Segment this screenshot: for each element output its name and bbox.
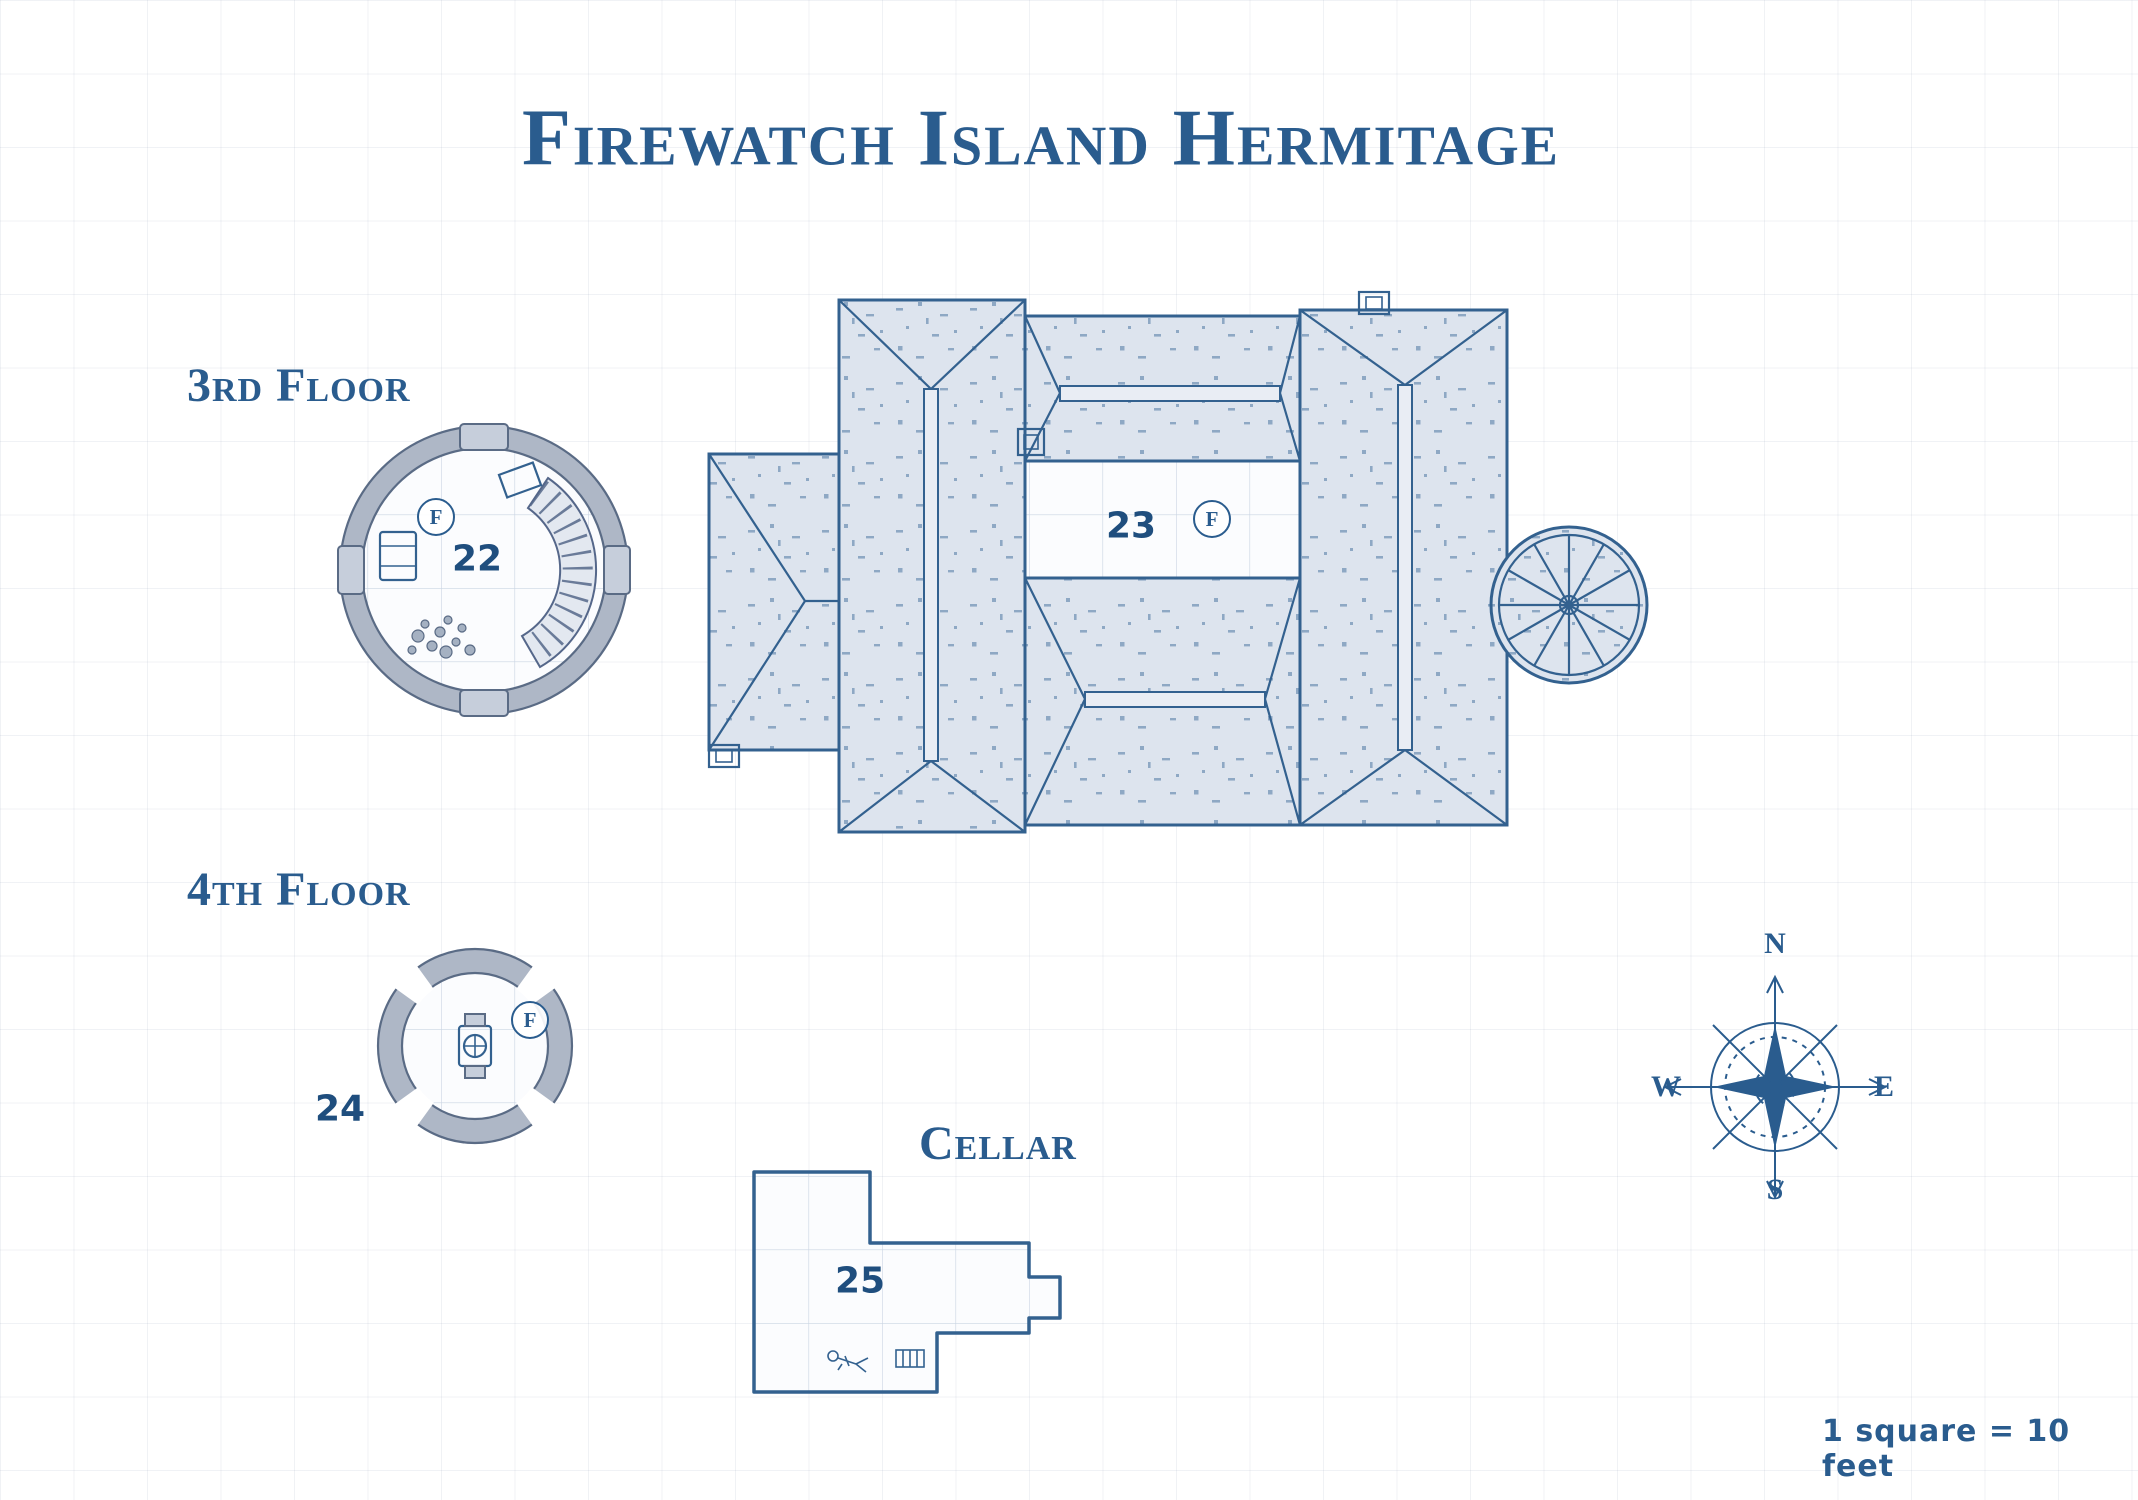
room-number-22: 22 (451, 538, 503, 580)
wall-block (337, 545, 365, 595)
fireplace-marker: F (511, 1001, 549, 1039)
courtyard-floor (1025, 461, 1300, 578)
west-wing-roof (837, 298, 1027, 834)
map-title: Firewatch Island Hermitage (521, 94, 1561, 183)
third-floor-label: 3rd Floor (187, 359, 411, 412)
cellar-plan (752, 1170, 1062, 1394)
rubble-icon (407, 615, 476, 659)
fireplace-marker: F (1193, 500, 1231, 538)
wall-block (459, 423, 509, 451)
room-number-23: 23 (1105, 505, 1157, 547)
compass-rose (1662, 974, 1888, 1200)
bed-icon (378, 530, 418, 582)
compass-south-label: S (1766, 1173, 1784, 1206)
winch-icon (457, 1013, 493, 1079)
parapet-gaps (393, 964, 557, 1128)
cellar-label: Cellar (919, 1117, 1077, 1170)
compass-east-label: E (1873, 1070, 1895, 1103)
south-roof (1023, 576, 1302, 827)
table-icon (497, 461, 543, 499)
fourth-floor-plan (376, 947, 574, 1145)
rooftop-plan (707, 290, 1649, 834)
chimney-icon (1357, 290, 1391, 316)
wall-block (459, 689, 509, 717)
fireplace-marker: F (417, 498, 455, 536)
map-scale-note: 1 square = 10 feet (1822, 1414, 2071, 1484)
compass-north-label: N (1764, 927, 1786, 960)
fourth-floor-label: 4th Floor (187, 863, 411, 916)
chimney-icon (1016, 427, 1046, 457)
wall-block (603, 545, 631, 595)
room-number-25: 25 (834, 1260, 886, 1302)
north-roof (1023, 314, 1302, 463)
skeleton-icon (827, 1350, 869, 1373)
east-wing-roof (1298, 308, 1509, 827)
room-number-24: 24 (314, 1088, 366, 1130)
grate-icon (895, 1349, 925, 1368)
chimney-icon (707, 743, 741, 769)
compass-west-label: W (1651, 1070, 1681, 1103)
spiral-stairs (520, 476, 598, 669)
tower-cone-roof (1489, 525, 1649, 685)
